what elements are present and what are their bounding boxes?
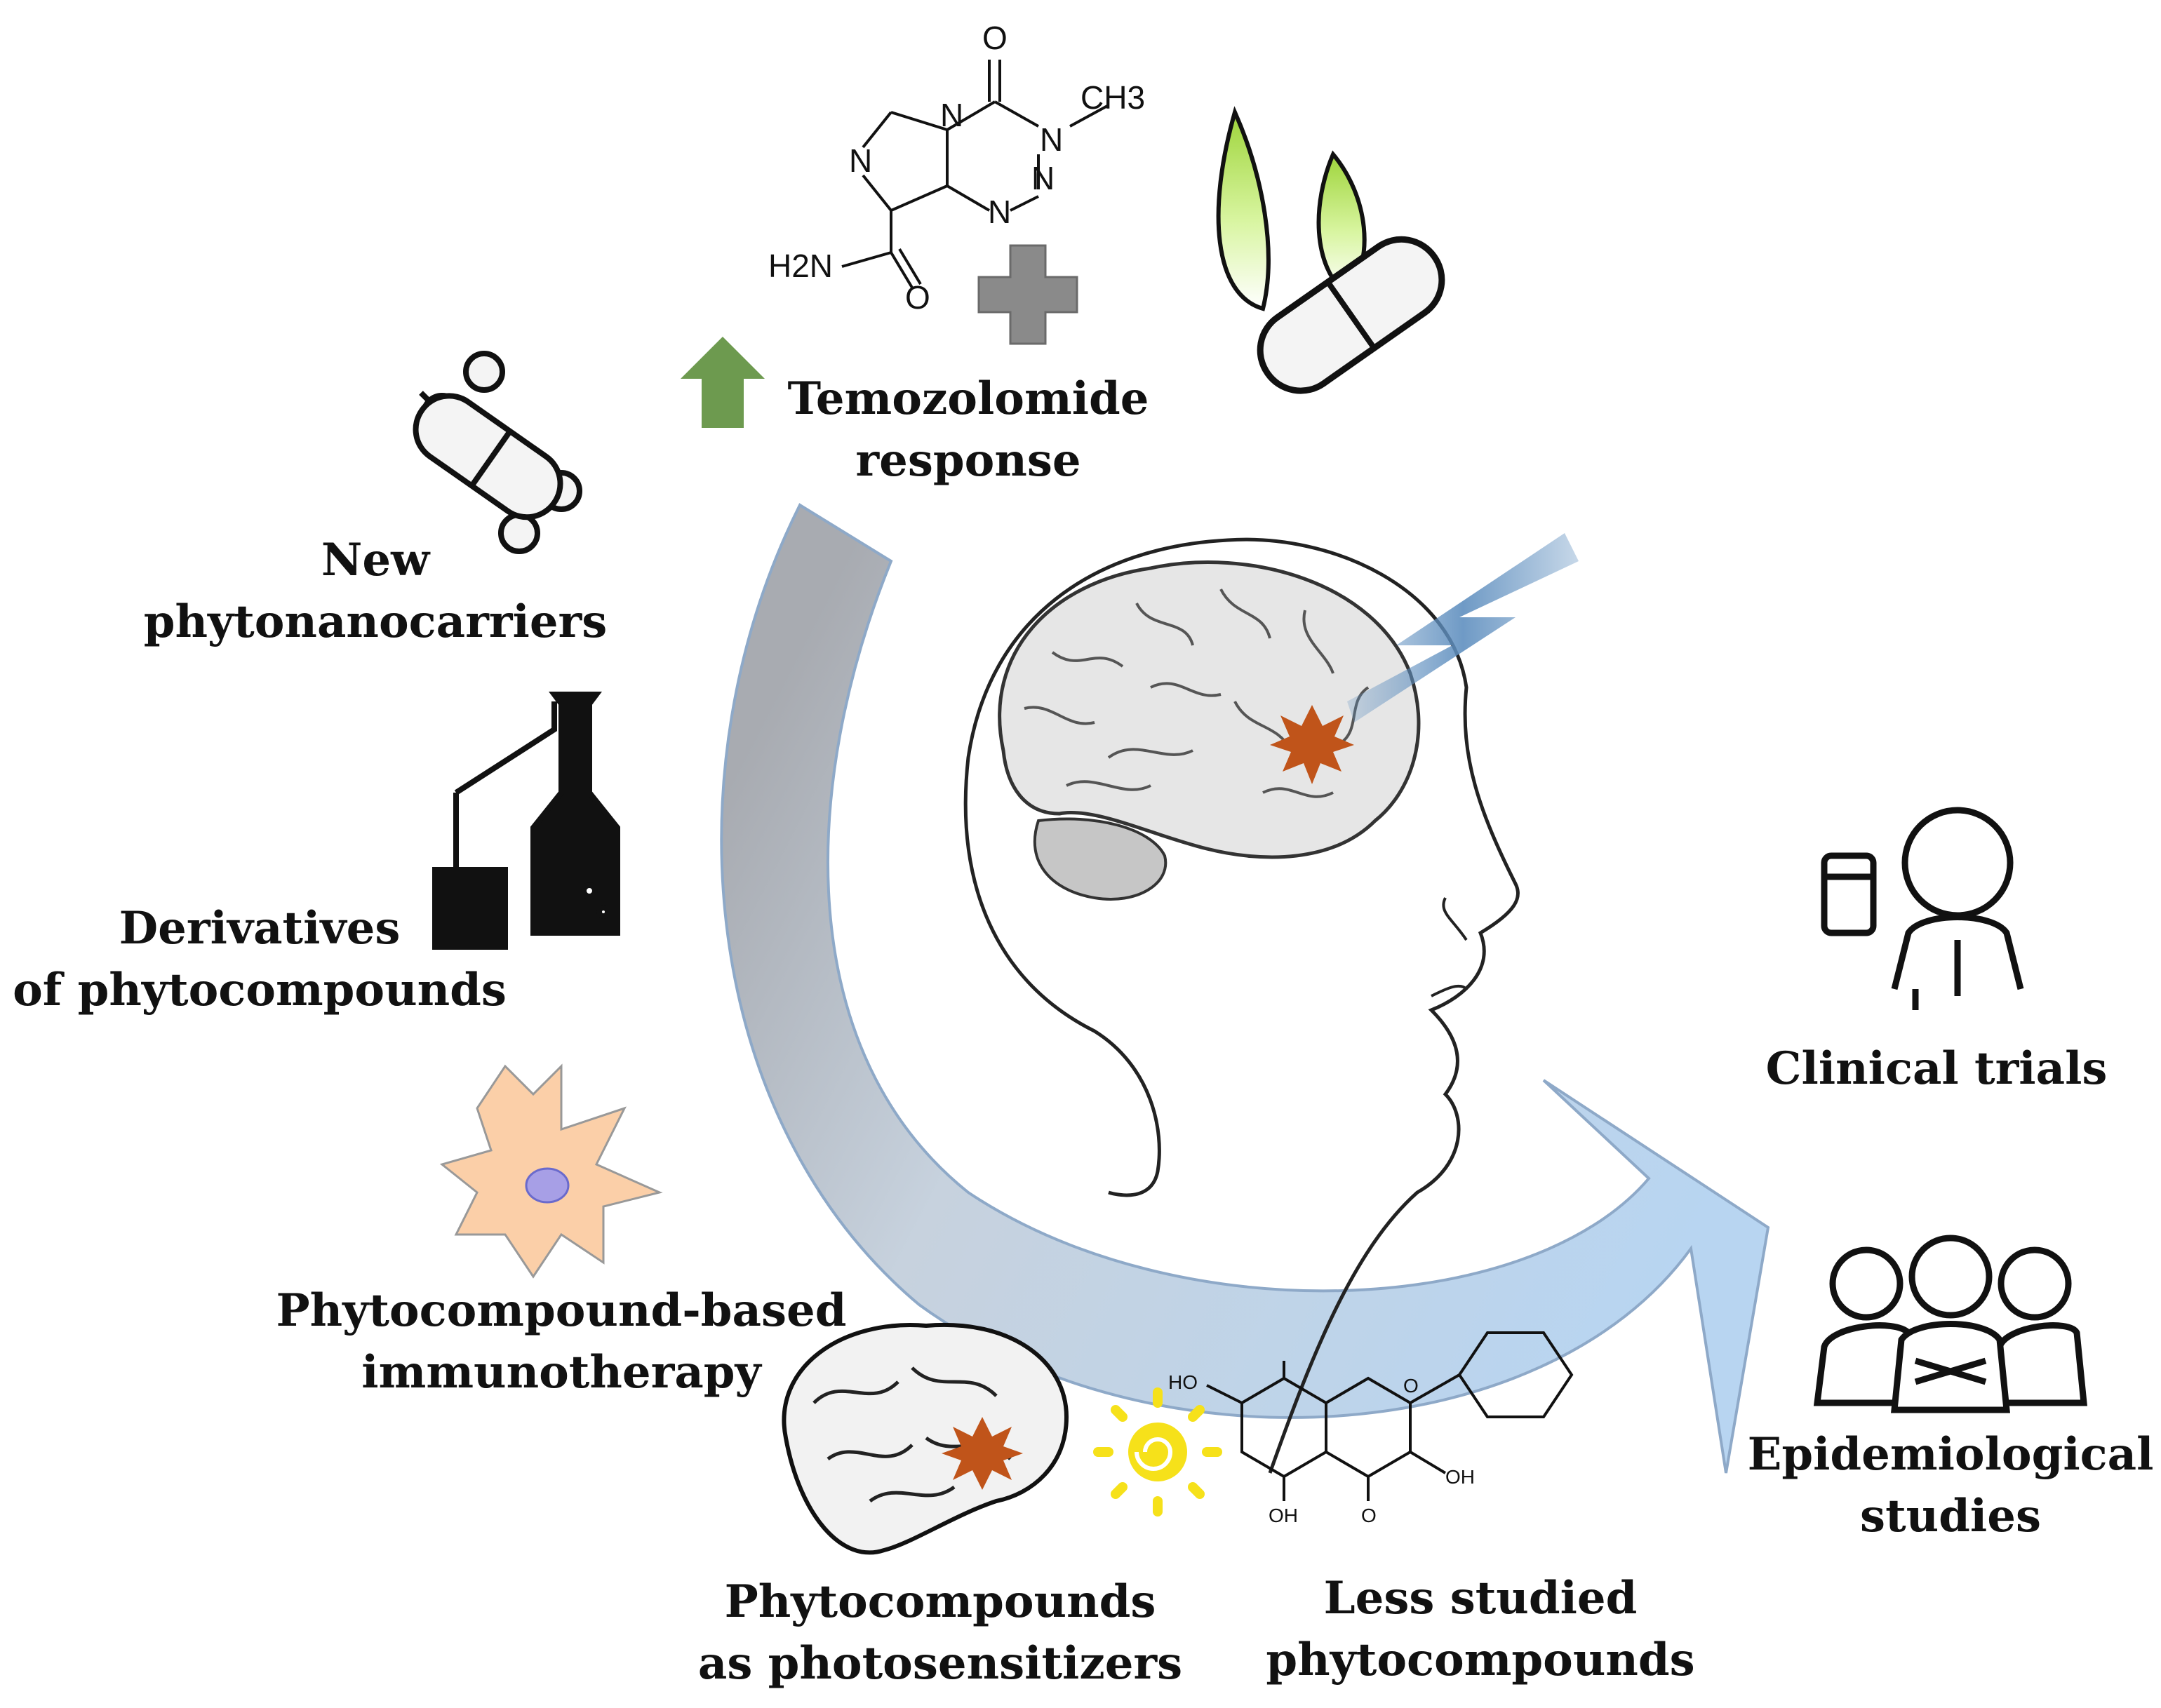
- label-epidemiological-line1: Epidemiological: [1747, 1428, 2154, 1481]
- label-derivatives: Derivatives of phytocompounds: [13, 898, 507, 1021]
- label-nanocarriers-line2: phytonanocarriers: [143, 596, 608, 648]
- researcher-icon: [1821, 807, 2024, 1010]
- chem-ho-left: HO: [1168, 1371, 1198, 1393]
- chem-h2n: H2N: [768, 248, 833, 284]
- label-photosensitizers-line2: as photosensitizers: [697, 1637, 1183, 1690]
- label-derivatives-line2: of phytocompounds: [13, 964, 507, 1016]
- label-immunotherapy-line2: immunotherapy: [361, 1346, 761, 1399]
- dendritic-cell-icon: [439, 1063, 663, 1279]
- chem-oh-bottom: OH: [1269, 1505, 1298, 1526]
- label-temozolomide-line2: response: [855, 434, 1081, 487]
- lightning-bolt-icon: [1347, 533, 1579, 722]
- chem-n4: N: [849, 142, 872, 179]
- chem-n1: N: [1040, 121, 1063, 158]
- chem-n5: N: [940, 97, 963, 133]
- label-temozolomide: Temozolomide response: [788, 368, 1149, 492]
- chem-n3: N: [988, 194, 1011, 230]
- up-arrow-icon: [681, 337, 765, 428]
- label-less-studied-line1: Less studied: [1323, 1572, 1638, 1625]
- group-icon: [1813, 1235, 2087, 1413]
- label-less-studied-line2: phytocompounds: [1266, 1634, 1695, 1686]
- chem-o-keto: O: [1361, 1505, 1377, 1526]
- label-immunotherapy: Phytocompound-based immunotherapy: [276, 1280, 847, 1404]
- curved-arrow: [720, 503, 1770, 1474]
- label-temozolomide-line1: Temozolomide: [787, 372, 1149, 425]
- chem-o-amide: O: [905, 279, 930, 316]
- chem-ch3: CH3: [1080, 79, 1145, 116]
- label-clinical-trials: Clinical trials: [1766, 1038, 2108, 1100]
- sun-icon: [1093, 1387, 1222, 1517]
- label-nanocarriers-line1: New: [321, 534, 430, 586]
- chem-oh-right: OH: [1445, 1466, 1475, 1488]
- temozolomide-labels: O CH3 N N N N N H2N O: [768, 20, 1145, 316]
- lab-glassware-icon: [432, 692, 620, 950]
- leaf-capsule-icon: [1216, 106, 1445, 394]
- chem-n2: N: [1031, 160, 1055, 196]
- flavone-structure: [1206, 1331, 1574, 1501]
- label-derivatives-line1: Derivatives: [119, 902, 401, 955]
- label-nanocarriers: New phytonanocarriers: [144, 530, 608, 653]
- label-photosensitizers-line1: Phytocompounds: [724, 1575, 1156, 1628]
- label-clinical-trials-line1: Clinical trials: [1765, 1042, 2108, 1095]
- plus-icon: [977, 244, 1078, 345]
- chem-o-top: O: [982, 20, 1008, 56]
- nanocarrier-icon: [413, 351, 582, 554]
- label-epidemiological: Epidemiological studies: [1748, 1424, 2154, 1547]
- brain-head-icon: [963, 537, 1520, 1474]
- label-less-studied: Less studied phytocompounds: [1266, 1568, 1694, 1691]
- label-immunotherapy-line1: Phytocompound-based: [276, 1284, 847, 1337]
- tumor-star-icon: [1270, 705, 1354, 784]
- label-photosensitizers: Phytocompounds as photosensitizers: [698, 1571, 1182, 1695]
- chem-o-ring: O: [1403, 1375, 1419, 1397]
- brain-section-icon: [782, 1322, 1069, 1555]
- temozolomide-structure: [841, 60, 1109, 289]
- flavone-labels: HO O OH O OH: [1168, 1371, 1475, 1526]
- label-epidemiological-line2: studies: [1860, 1490, 2041, 1542]
